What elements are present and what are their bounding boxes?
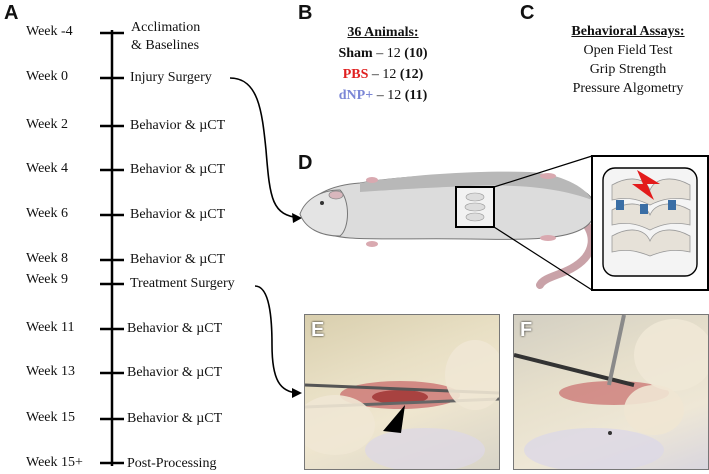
panel-label-d: D [298,152,313,174]
surgery-photo-e: E [304,314,500,470]
rat-illustration [299,171,596,289]
timeline-week: Week 6 [26,206,69,221]
spine-zoom-box [591,155,709,291]
timeline-event: Behavior & µCT [130,162,226,177]
timeline-week: Week -4 [26,24,73,39]
group-pbs: PBS – 12 (12) [318,64,448,85]
assay-item: Open Field Test [583,43,673,58]
group-name: PBS [342,67,369,82]
timeline-event: Injury Surgery [130,70,212,85]
timeline-week: Week 15 [26,410,76,425]
group-count: – 12 [368,67,400,82]
timeline-event: Post-Processing [127,456,217,471]
timeline-week: Week 11 [26,320,75,335]
timeline-week: Week 4 [26,161,69,176]
group-n: (12) [399,67,424,82]
arrowhead-marker [383,405,405,433]
assay-item: Grip Strength [589,62,667,77]
injury-lightning-icon [632,170,660,200]
timeline-event: Behavior & µCT [130,118,226,133]
timeline-event: Behavior & µCT [127,365,223,380]
panel-label-c: C [520,2,535,24]
panel-label-f: F [520,319,533,341]
panel-label-a: A [4,2,19,24]
surgery-photo-f: F [513,314,709,470]
group-count: – 12 [373,88,405,103]
group-name: dNP+ [338,88,374,103]
treatment-arrow [254,285,299,394]
timeline-week: Week 15+ [26,455,83,470]
animals-title: 36 Animals: [347,25,419,40]
assay-item: Pressure Algometry [572,81,684,96]
group-count: – 12 [372,46,405,61]
group-n: (11) [404,88,428,103]
timeline-event: Acclimation [131,20,201,35]
injury-arrow [229,77,301,219]
timeline-event: Behavior & µCT [130,207,226,222]
group-name: Sham [338,46,373,61]
timeline-week: Week 8 [26,251,69,266]
timeline-week: Week 2 [26,117,69,132]
injury-arrowhead [292,213,302,223]
assays-box: Behavioral Assays: Open Field Test Grip … [548,22,708,98]
timeline-week: Week 0 [26,69,69,84]
panel-label-b: B [298,2,313,24]
timeline-event: & Baselines [131,38,200,53]
timeline-event: Behavior & µCT [130,252,226,267]
timeline-week: Week 13 [26,364,76,379]
timeline-event: Behavior & µCT [127,321,223,336]
timeline-event: Treatment Surgery [130,276,235,291]
group-dnp: dNP+ – 12 (11) [318,85,448,106]
timeline-ticks [100,31,124,465]
assays-title: Behavioral Assays: [571,24,685,39]
treatment-arrowhead [292,388,302,398]
timeline-event: Behavior & µCT [127,411,223,426]
animals-box: 36 Animals: Sham – 12 (10) PBS – 12 (12)… [318,22,448,106]
group-n: (10) [404,46,428,61]
timeline-week: Week 9 [26,272,69,287]
panel-label-e: E [311,319,325,341]
group-sham: Sham – 12 (10) [318,43,448,64]
